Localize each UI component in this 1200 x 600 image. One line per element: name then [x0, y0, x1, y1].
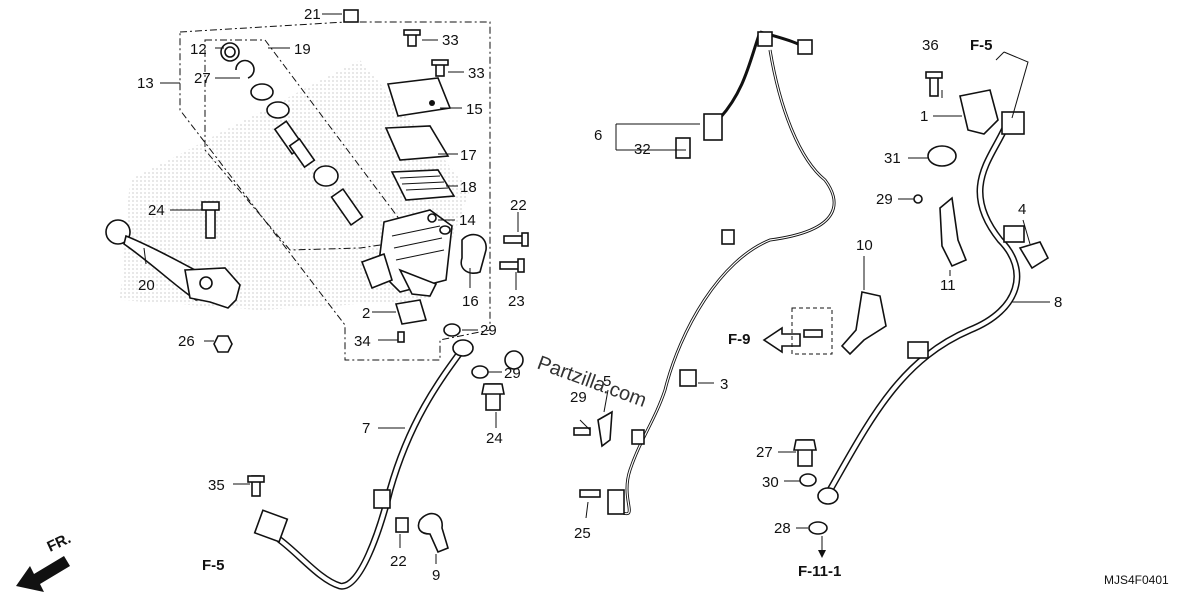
bolt-21 [343, 9, 359, 23]
front-marker: FR. [45, 530, 74, 556]
drawing-code: MJS4F0401 [1104, 573, 1169, 587]
piston-kit [220, 42, 364, 227]
callout-1: 1 [920, 108, 928, 125]
diaphragm-plate [384, 125, 450, 161]
ref-f9: F-9 [728, 331, 751, 348]
ref-f11-1: F-11-1 [798, 563, 841, 580]
callout-5: 5 [603, 373, 611, 390]
callout-7: 7 [362, 420, 370, 437]
callout-29a: 29 [480, 322, 497, 339]
wire-stay [573, 410, 613, 448]
callout-6: 6 [594, 127, 602, 144]
callout-17: 17 [460, 147, 477, 164]
callout-27a: 24 [486, 430, 503, 447]
callout-11: 11 [940, 277, 956, 294]
wire-clip [679, 369, 697, 387]
sealing-washers [443, 323, 828, 535]
callout-30: 27 [194, 70, 211, 87]
small-screw [427, 213, 451, 235]
callout-31: 31 [884, 150, 901, 167]
hose-clamp-9 [417, 512, 449, 554]
sensor-wire [607, 30, 836, 516]
callout-33b: 33 [468, 65, 485, 82]
leader-lines [143, 13, 1050, 564]
callout-2: 2 [362, 305, 370, 322]
callout-32: 32 [634, 141, 651, 158]
front-arrow [16, 556, 70, 592]
pivot-nut [213, 335, 233, 353]
lower-brake-hose [817, 111, 1025, 505]
bracket-1 [925, 71, 999, 135]
callout-28: 26 [178, 333, 195, 350]
callout-4: 4 [1018, 201, 1026, 218]
cap-screws [403, 29, 449, 77]
upper-brake-hose [253, 339, 474, 590]
callout-29c: 30 [762, 474, 779, 491]
callout-23: 22 [390, 553, 407, 570]
callout-34: 34 [354, 333, 371, 350]
reservoir-cap [386, 77, 452, 117]
callout-24a: 22 [510, 197, 527, 214]
grommet [927, 145, 957, 167]
bolt-26 [579, 489, 601, 498]
callout-16: 16 [462, 293, 479, 310]
watermark: Partzilla.com [534, 352, 649, 412]
ref-f5-right: F-5 [970, 37, 993, 54]
callout-36: 36 [922, 37, 939, 54]
bolt-35 [247, 475, 265, 497]
stay-10 [840, 291, 887, 356]
callout-8: 8 [1054, 294, 1062, 311]
master-cylinder-body [360, 209, 453, 297]
f9-arrow [762, 307, 833, 355]
callout-19: 19 [294, 41, 311, 58]
callout-33a: 33 [442, 32, 459, 49]
clip-4 [1018, 241, 1050, 270]
callout-27b: 27 [756, 444, 773, 461]
callout-labels: 21 33 33 12 19 27 13 15 17 18 14 24 20 1… [137, 6, 1062, 584]
holder-bolts [499, 232, 529, 273]
brake-lever [105, 219, 241, 309]
stop-switch [394, 299, 428, 343]
pivot-bolt [201, 201, 220, 239]
guide-bolt [395, 517, 409, 533]
callout-14: 14 [459, 212, 476, 229]
callout-10: 10 [856, 237, 873, 254]
reference-labels: F-5 F-5 F-9 F-11-1 [202, 37, 993, 580]
callout-29d: 28 [774, 520, 791, 537]
callout-29b: 29 [504, 365, 521, 382]
oil-bolts [481, 383, 817, 467]
master-cylinder-frame [179, 21, 491, 361]
callout-21: 21 [304, 6, 321, 23]
diaphragm [390, 169, 456, 201]
callout-22a: 29 [570, 389, 587, 406]
callout-18: 18 [460, 179, 477, 196]
ref-f5-left: F-5 [202, 557, 225, 574]
f11-ref-arrow [818, 536, 826, 558]
clamp-11 [913, 194, 968, 268]
callout-13: 13 [137, 75, 154, 92]
callout-22b: 29 [876, 191, 893, 208]
callout-25: 24 [148, 202, 165, 219]
holder [460, 233, 487, 274]
callout-9: 9 [432, 567, 440, 584]
callout-35: 35 [208, 477, 225, 494]
callout-20: 20 [138, 277, 155, 294]
callout-26: 25 [574, 525, 591, 542]
callout-24b: 23 [508, 293, 525, 310]
callout-3: 3 [720, 376, 728, 393]
callout-15: 15 [466, 101, 483, 118]
callout-12: 12 [190, 41, 207, 58]
f5-ref-lines [995, 51, 1029, 119]
